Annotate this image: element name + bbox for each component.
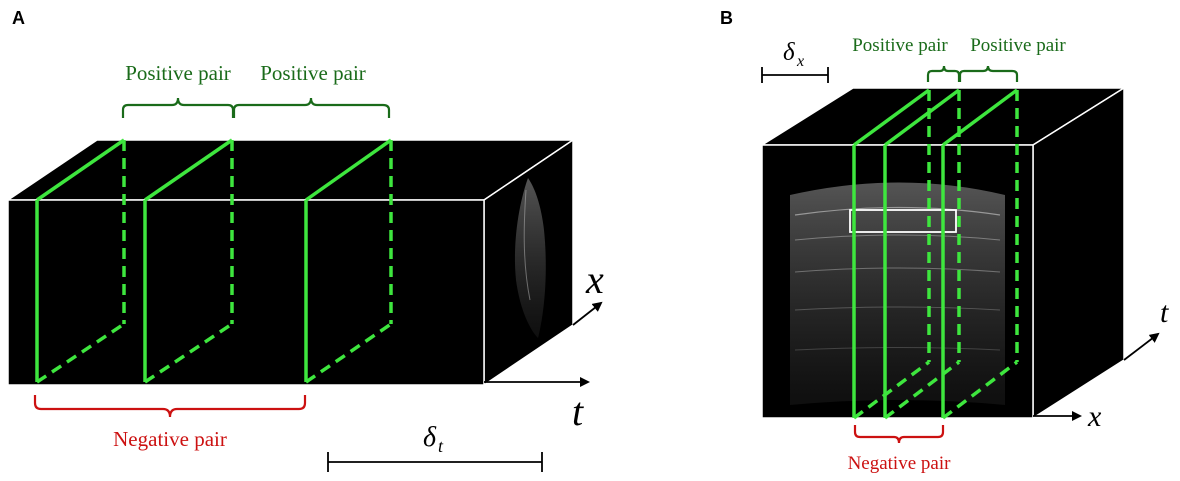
- ultrasound-thumbnail: [514, 178, 546, 338]
- volume-a: [5, 138, 576, 387]
- slice-b3-bottom: [941, 360, 1019, 420]
- negative-brace-a: [33, 395, 307, 418]
- slice-b1: [852, 88, 931, 420]
- positive-pair-label-b1: Positive pair: [852, 35, 948, 56]
- negative-brace-b: [853, 425, 945, 444]
- scale-bar-delta-t: δ t: [327, 422, 543, 472]
- ultrasound-band-2: [794, 234, 1001, 241]
- delta-t-subscript: t: [438, 436, 444, 456]
- delta-x-subscript: x: [796, 53, 804, 70]
- slice-a2-top: [144, 138, 233, 202]
- slice-a3-top: [304, 138, 393, 202]
- panel-a: A: [5, 8, 604, 472]
- ultrasound-streak: [523, 189, 531, 301]
- ultrasound-image: [790, 182, 1005, 405]
- positive-brace-b1: [926, 65, 961, 82]
- positive-pair-label-a2: Positive pair: [260, 61, 366, 85]
- slice-b1-top: [852, 88, 931, 147]
- slice-a1-top: [36, 138, 125, 202]
- negative-pair-label-a: Negative pair: [113, 427, 227, 451]
- axis-x-label-b: x: [1087, 400, 1102, 433]
- axis-x-label-a: x: [585, 257, 604, 302]
- axis-x-arrow-a: [572, 301, 603, 326]
- slice-a2: [143, 138, 234, 384]
- axis-t-label-b: t: [1160, 296, 1169, 329]
- positive-brace-a2: [232, 97, 391, 118]
- slice-a3: [304, 138, 393, 384]
- slice-b3-top: [941, 88, 1019, 147]
- positive-brace-b2: [958, 65, 1019, 82]
- panel-b-label: B: [720, 8, 733, 28]
- volume-b-side: [1032, 86, 1125, 420]
- positive-pair-label-b2: Positive pair: [970, 35, 1066, 56]
- slice-a1: [35, 138, 126, 384]
- slice-b3: [941, 88, 1019, 420]
- ultrasound-band-1: [794, 206, 1001, 216]
- slice-b2: [883, 88, 961, 420]
- delta-x-symbol: δ: [783, 39, 795, 66]
- slice-b1-bottom: [852, 360, 931, 420]
- delta-t-symbol: δ: [423, 422, 437, 453]
- panel-b: B: [720, 8, 1169, 474]
- ultrasound-band-5: [794, 347, 1001, 351]
- slice-b2-top: [883, 88, 961, 147]
- positive-pair-label-a1: Positive pair: [125, 61, 231, 85]
- ultrasound-band-3: [794, 267, 1001, 273]
- region-box: [849, 209, 957, 233]
- volume-a-front: [7, 199, 485, 386]
- slice-b2-bottom: [883, 360, 961, 420]
- volume-a-top: [5, 139, 576, 201]
- scale-bar-delta-x: δ x: [761, 39, 829, 83]
- positive-brace-a1: [121, 97, 235, 118]
- negative-pair-label-b: Negative pair: [848, 453, 952, 474]
- axis-t-label-a: t: [572, 389, 584, 434]
- volume-b: [759, 86, 1127, 420]
- panel-a-label: A: [12, 8, 25, 28]
- ultrasound-band-4: [794, 306, 1001, 311]
- axis-t-arrow-b: [1123, 332, 1160, 361]
